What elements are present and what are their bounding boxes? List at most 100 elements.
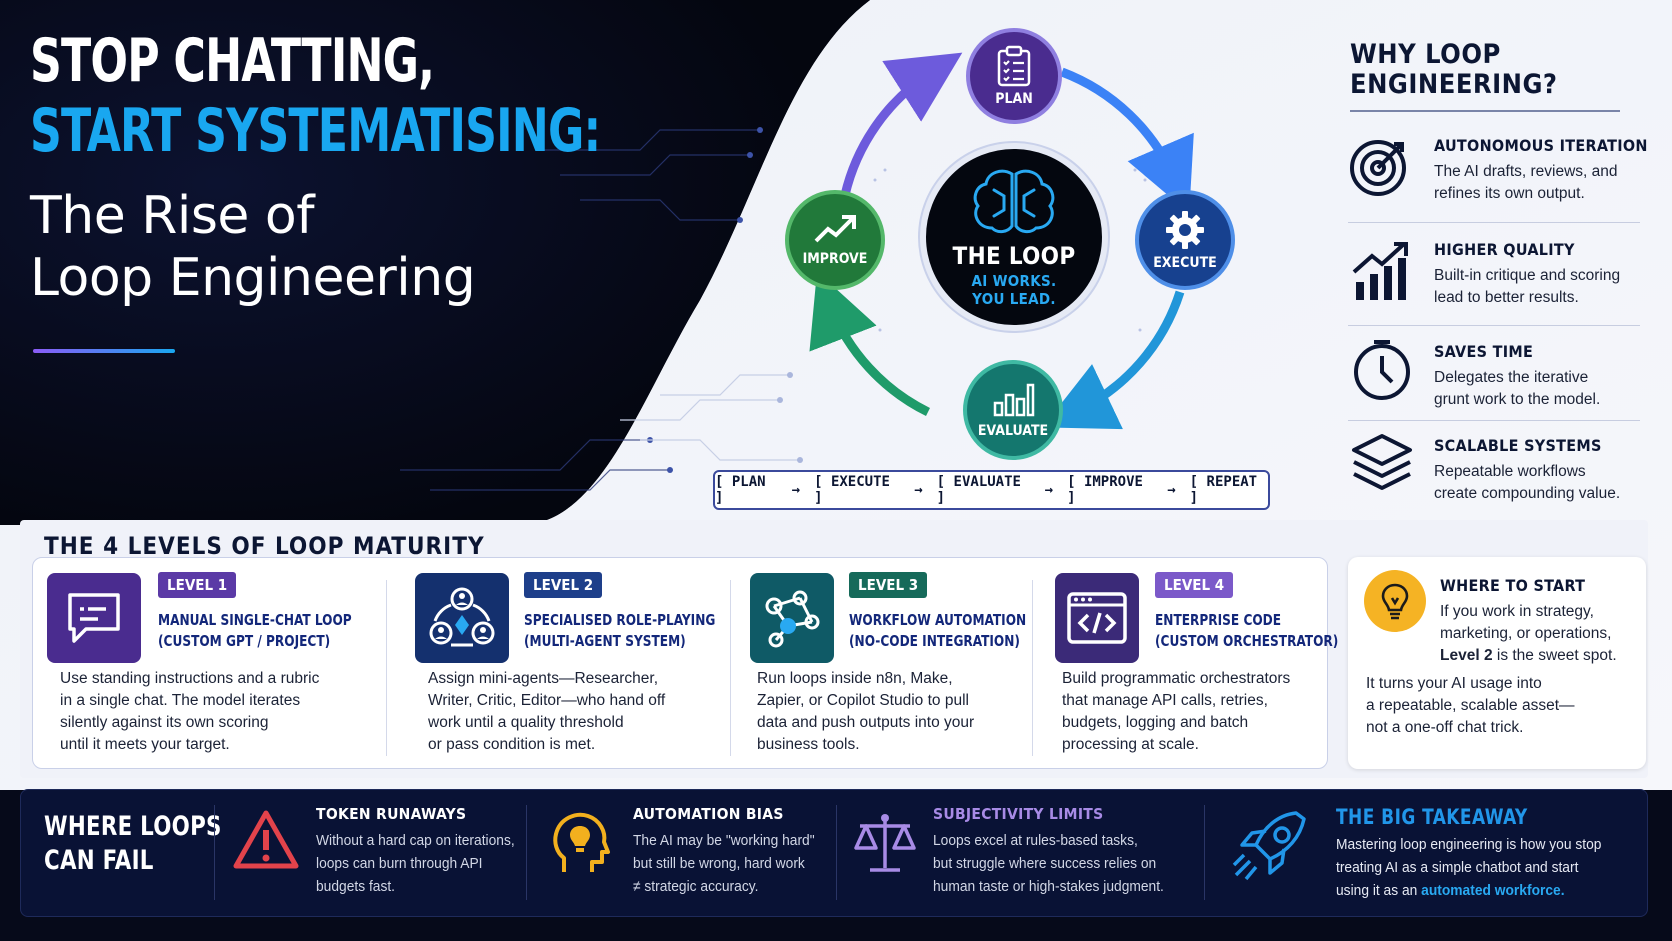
fail-title-line2: CAN FAIL bbox=[44, 845, 154, 876]
desc-line: silently against its own scoring bbox=[60, 714, 269, 731]
desc-line: Without a hard cap on iterations, bbox=[316, 832, 515, 849]
fail-item-automation-bias: AUTOMATION BIAS The AI may be "working h… bbox=[633, 805, 830, 898]
where-to-start-line3-rest: is the sweet spot. bbox=[1492, 647, 1617, 664]
where-loops-fail-panel bbox=[20, 789, 1648, 917]
level-3-badge: LEVEL 3 bbox=[849, 572, 928, 598]
desc-line: The AI may be "working hard" bbox=[633, 832, 815, 849]
rocket-icon bbox=[1232, 811, 1306, 881]
flow-arrow: → bbox=[914, 482, 923, 498]
body-line: It turns your AI usage into bbox=[1366, 675, 1542, 692]
desc-line: that manage API calls, retries, bbox=[1062, 692, 1268, 709]
fail-item-token-runaways: TOKEN RUNAWAYS Without a hard cap on ite… bbox=[316, 805, 532, 898]
target-icon bbox=[1350, 140, 1406, 196]
where-to-start-text: WHERE TO START If you work in strategy, … bbox=[1440, 576, 1640, 667]
level-2-name: SPECIALISED ROLE-PLAYING bbox=[524, 611, 716, 629]
body-line: a repeatable, scalable asset— bbox=[1366, 697, 1575, 714]
divider bbox=[1348, 420, 1640, 421]
level-2-subname: (MULTI-AGENT SYSTEM) bbox=[524, 632, 686, 650]
loop-arrows bbox=[809, 52, 1194, 430]
gear-icon bbox=[1166, 211, 1204, 249]
desc-line: budgets fast. bbox=[316, 878, 396, 895]
head-lightbulb-icon bbox=[553, 812, 610, 872]
why-item-desc-line1: Delegates the iterative bbox=[1434, 369, 1589, 386]
divider bbox=[1204, 805, 1205, 900]
loop-node-plan-label: PLAN bbox=[995, 91, 1033, 107]
flow-step-repeat: [ REPEAT ] bbox=[1189, 474, 1258, 506]
takeaway-line3: using it as an automated workforce. bbox=[1336, 879, 1601, 902]
desc-line: in a single chat. The model iterates bbox=[60, 692, 301, 709]
fail-title: WHERE LOOPS CAN FAIL bbox=[44, 810, 246, 878]
fail-item-title: AUTOMATION BIAS bbox=[633, 805, 784, 823]
network-nodes-icon bbox=[765, 590, 820, 648]
why-item-title: AUTONOMOUS ITERATION bbox=[1434, 136, 1648, 155]
takeaway-line1: Mastering loop engineering is how you st… bbox=[1336, 836, 1602, 853]
loop-node-execute-label: EXECUTE bbox=[1153, 255, 1217, 271]
loop-node-improve: IMPROVE bbox=[785, 190, 885, 290]
why-section: WHY LOOP ENGINEERING? bbox=[1350, 40, 1558, 100]
loop-center-title: THE LOOP bbox=[952, 242, 1076, 270]
level-1-badge: LEVEL 1 bbox=[158, 572, 237, 598]
chat-bubble-icon bbox=[68, 593, 120, 643]
why-item-desc-line2: create compounding value. bbox=[1434, 485, 1621, 502]
why-item-desc-line2: grunt work to the model. bbox=[1434, 391, 1601, 408]
loop-center-line2: YOU LEAD. bbox=[972, 290, 1056, 308]
flow-step-improve: [ IMPROVE ] bbox=[1067, 474, 1143, 506]
clock-icon bbox=[1354, 340, 1410, 400]
trend-up-icon bbox=[814, 215, 856, 243]
warning-icon bbox=[233, 810, 299, 869]
level-4-icon-tile bbox=[1055, 573, 1139, 663]
divider bbox=[526, 805, 527, 900]
hero-subtitle-line1: The Rise of bbox=[30, 186, 315, 246]
divider bbox=[836, 805, 837, 900]
level-3-name: WORKFLOW AUTOMATION bbox=[849, 611, 1027, 629]
hero-subtitle-line2: Loop Engineering bbox=[30, 248, 476, 308]
growth-chart-icon bbox=[1352, 242, 1408, 300]
level-3-subname: (NO-CODE INTEGRATION) bbox=[849, 632, 1020, 650]
desc-line: Assign mini-agents—Researcher, bbox=[428, 670, 659, 687]
hero-title-line2: START SYSTEMATISING: bbox=[30, 96, 601, 166]
loop-center: THE LOOP AI WORKS. YOU LEAD. bbox=[920, 143, 1108, 331]
desc-line: Writer, Critic, Editor—who hand off bbox=[428, 692, 666, 709]
takeaway-title: THE BIG TAKEAWAY bbox=[1336, 805, 1528, 829]
level-4-badge: LEVEL 4 bbox=[1155, 572, 1234, 598]
where-to-start-line2: marketing, or operations, bbox=[1440, 625, 1612, 642]
why-title-line2: ENGINEERING? bbox=[1350, 69, 1558, 100]
fail-item-subjectivity: SUBJECTIVITY LIMITS Loops excel at rules… bbox=[933, 805, 1184, 898]
why-item-quality: HIGHER QUALITY Built-in critique and sco… bbox=[1434, 240, 1644, 336]
where-to-start-line3: Level 2 is the sweet spot. bbox=[1440, 645, 1640, 667]
divider bbox=[214, 805, 215, 900]
fail-title-line1: WHERE LOOPS bbox=[44, 811, 222, 842]
where-to-start-level-highlight: Level 2 bbox=[1440, 647, 1493, 664]
lightbulb-icon-wrap bbox=[1364, 570, 1426, 632]
takeaway-line2: treating AI as a simple chatbot and star… bbox=[1336, 859, 1579, 876]
why-item-desc-line1: Built-in critique and scoring bbox=[1434, 267, 1621, 284]
code-window-icon bbox=[1067, 592, 1127, 644]
flow-step-evaluate: [ EVALUATE ] bbox=[936, 474, 1021, 506]
desc-line: Build programmatic orchestrators bbox=[1062, 670, 1291, 687]
where-to-start-line1: If you work in strategy, bbox=[1440, 603, 1594, 620]
flow-arrow: → bbox=[791, 482, 801, 498]
flow-step-plan: [ PLAN ] bbox=[715, 474, 766, 506]
level-3-desc: Run loops inside n8n, Make, Zapier, or C… bbox=[757, 668, 974, 756]
level-1-icon-tile bbox=[47, 573, 141, 663]
desc-line: Loops excel at rules-based tasks, bbox=[933, 832, 1138, 849]
desc-line: human taste or high-stakes judgment. bbox=[933, 878, 1164, 895]
desc-line: Run loops inside n8n, Make, bbox=[757, 670, 953, 687]
why-item-title: SCALABLE SYSTEMS bbox=[1434, 436, 1602, 455]
loop-node-improve-label: IMPROVE bbox=[802, 251, 868, 267]
loop-node-evaluate: EVALUATE bbox=[963, 360, 1063, 460]
takeaway-highlight: automated workforce. bbox=[1421, 882, 1565, 899]
big-takeaway: THE BIG TAKEAWAY Mastering loop engineer… bbox=[1336, 805, 1625, 902]
level-2-icon-tile bbox=[415, 573, 509, 663]
desc-line: loops can burn through API bbox=[316, 855, 483, 872]
desc-line: until it meets your target. bbox=[60, 736, 230, 753]
level-4-subname: (CUSTOM ORCHESTRATOR) bbox=[1155, 632, 1339, 650]
desc-line: business tools. bbox=[757, 736, 860, 753]
why-item-desc-line1: The AI drafts, reviews, and bbox=[1434, 163, 1618, 180]
takeaway-line3-text: using it as an bbox=[1336, 882, 1422, 899]
divider bbox=[1348, 222, 1640, 223]
lightbulb-icon bbox=[1381, 583, 1409, 620]
flow-arrow: → bbox=[1167, 482, 1176, 498]
where-to-start-body: It turns your AI usage into a repeatable… bbox=[1366, 673, 1575, 739]
loop-center-line1: AI WORKS. bbox=[971, 272, 1057, 290]
